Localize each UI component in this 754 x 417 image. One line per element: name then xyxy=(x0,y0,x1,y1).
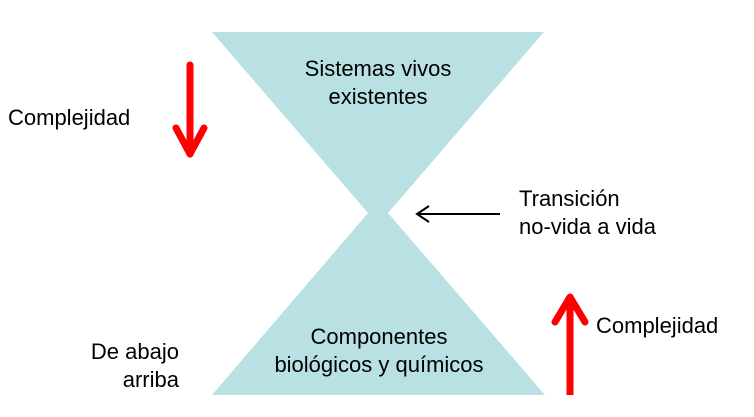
transition-line1: Transición xyxy=(519,186,620,211)
bottom-up-line2: arriba xyxy=(122,367,179,392)
bottom-label-line2: biológicos y químicos xyxy=(274,352,484,377)
top-label-line1: Sistemas vivos xyxy=(304,56,452,81)
top-triangle xyxy=(212,32,544,213)
bottom-label-line1: Componentes xyxy=(310,324,448,349)
up-arrow-red xyxy=(551,293,589,395)
bottom-triangle-label: Componentes biológicos y químicos xyxy=(238,323,520,379)
complexity-label-left: Complejidad xyxy=(8,105,131,130)
top-label-line2: existentes xyxy=(328,84,428,109)
down-arrow-red xyxy=(172,61,208,158)
bottom-triangle xyxy=(212,213,545,395)
bottom-up-label: De abajo arriba xyxy=(75,338,179,394)
transition-line2: no-vida a vida xyxy=(519,214,656,239)
bottom-up-line1: De abajo xyxy=(90,339,179,364)
transition-pointer-arrow xyxy=(415,205,500,223)
complexity-label-right: Complejidad xyxy=(596,313,719,338)
top-triangle-label: Sistemas vivos existentes xyxy=(262,55,494,111)
transition-label: Transición no-vida a vida xyxy=(519,185,656,241)
